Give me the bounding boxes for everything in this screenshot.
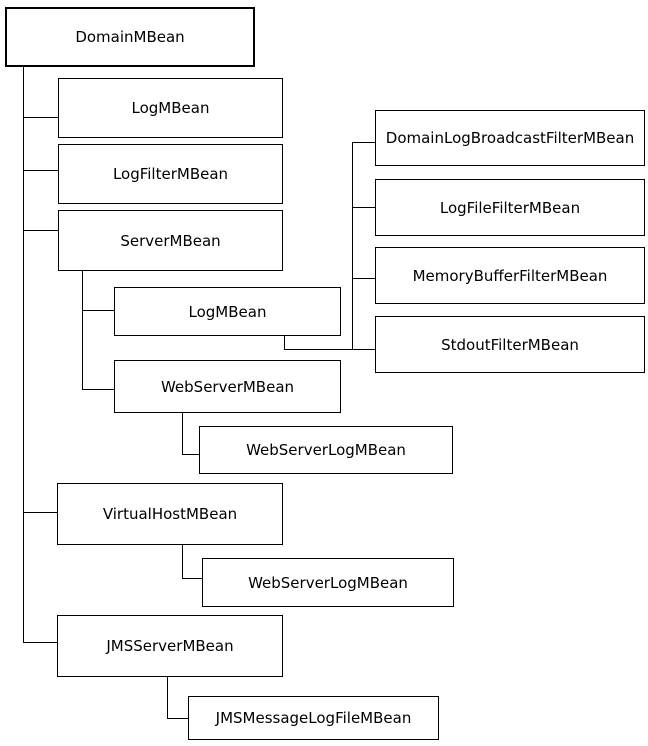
edge-domain-to-virtual-host bbox=[23, 512, 57, 513]
edge-server-trunk bbox=[82, 271, 83, 390]
node-jms-server-mbean: JMSServerMBean bbox=[57, 615, 283, 677]
node-server-mbean: ServerMBean bbox=[58, 210, 283, 271]
edge-domain-to-server bbox=[23, 230, 58, 231]
edge-server-log-to-filters bbox=[284, 349, 375, 350]
edge-virtual-host-to-log bbox=[182, 578, 202, 579]
edge-to-domain-log-broadcast bbox=[352, 142, 375, 143]
node-web-server-log-mbean-1: WebServerLogMBean bbox=[199, 426, 453, 474]
edge-jms-server-drop bbox=[167, 677, 168, 718]
edge-domain-trunk bbox=[23, 67, 24, 642]
edge-domain-to-log bbox=[23, 117, 58, 118]
edge-domain-to-log-filter bbox=[23, 170, 58, 171]
node-virtual-host-mbean: VirtualHostMBean bbox=[57, 483, 283, 545]
node-domain-mbean: DomainMBean bbox=[5, 7, 255, 67]
edge-web-server-drop bbox=[182, 413, 183, 454]
node-web-server-mbean: WebServerMBean bbox=[114, 360, 341, 413]
node-log-file-filter-mbean: LogFileFilterMBean bbox=[375, 179, 645, 236]
node-stdout-filter-mbean: StdoutFilterMBean bbox=[375, 316, 645, 373]
node-server-log-mbean: LogMBean bbox=[114, 287, 341, 336]
edge-server-to-web-server bbox=[82, 389, 114, 390]
edge-to-log-file-filter bbox=[352, 207, 375, 208]
node-log-mbean: LogMBean bbox=[58, 78, 283, 138]
edge-filters-trunk bbox=[352, 142, 353, 349]
node-jms-message-log-file-mbean: JMSMessageLogFileMBean bbox=[188, 696, 439, 740]
edge-server-log-drop bbox=[284, 336, 285, 349]
node-memory-buffer-filter-mbean: MemoryBufferFilterMBean bbox=[375, 247, 645, 304]
node-web-server-log-mbean-2: WebServerLogMBean bbox=[202, 558, 454, 607]
edge-jms-server-to-log-file bbox=[167, 718, 188, 719]
edge-to-memory-buffer-filter bbox=[352, 278, 375, 279]
edge-domain-to-jms-server bbox=[23, 642, 57, 643]
edge-virtual-host-drop bbox=[182, 545, 183, 578]
node-domain-log-broadcast-filter-mbean: DomainLogBroadcastFilterMBean bbox=[375, 110, 645, 166]
edge-web-server-to-log bbox=[182, 454, 199, 455]
edge-server-to-log bbox=[82, 310, 114, 311]
node-log-filter-mbean: LogFilterMBean bbox=[58, 144, 283, 204]
